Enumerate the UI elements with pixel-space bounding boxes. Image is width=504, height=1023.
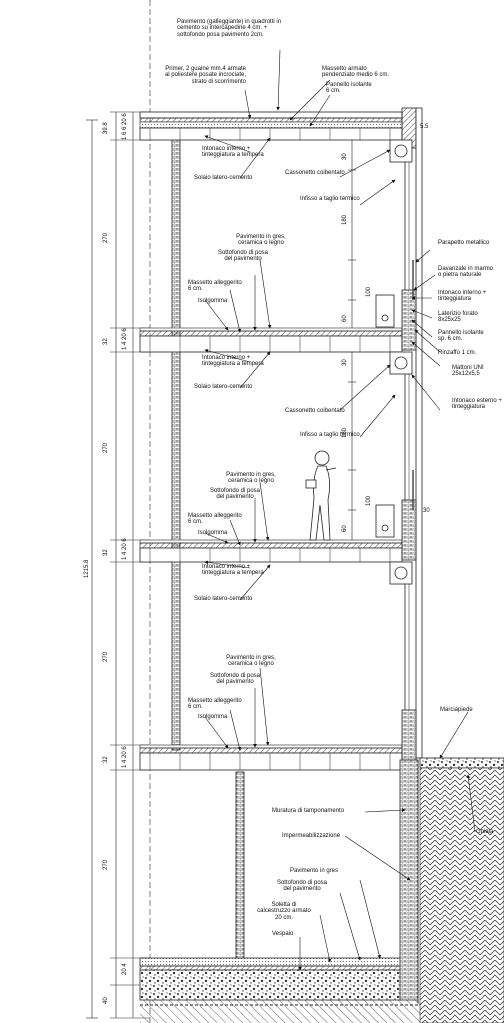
column-basement bbox=[235, 771, 245, 961]
dim-total: 1215.8 bbox=[84, 559, 90, 578]
label-intonaco-interno-fac: Intonaco interno + tinteggiatura bbox=[438, 290, 487, 303]
label-impermeabilizzazione: Impermeabilizzazione bbox=[282, 833, 341, 839]
label-pannello-isolante-fac: Pannello isolante sp. 6 cm. bbox=[438, 330, 484, 343]
label-intonaco-interno-2: Intonaco interno + tinteggiatura a tempe… bbox=[202, 355, 264, 368]
dim-32-c: 32 bbox=[103, 756, 109, 763]
label-isolgomma-3: Isolgomma bbox=[198, 714, 228, 720]
label-intonaco-esterno: Intonaco esterno + tinteggiatura bbox=[452, 398, 502, 411]
dim-stack-f3: 1 4 20 6 bbox=[122, 746, 128, 768]
label-intonaco-interno-3: Intonaco interno + tinteggiatura a tempe… bbox=[202, 564, 264, 577]
label-solaio-1: Solaio latero-cemento bbox=[194, 175, 253, 181]
dim-stack-f1: 1 4 20 6 bbox=[122, 328, 128, 350]
dim-270-d: 270 bbox=[103, 859, 109, 870]
shutter-boxes bbox=[389, 139, 413, 585]
dim-stack-f2: 1 4 20 6 bbox=[122, 538, 128, 560]
label-sottofondo-2: Sottofondo di posa del pavimento bbox=[209, 488, 261, 501]
dim-30-right: 30 bbox=[423, 508, 430, 514]
dim-39-8: 39.8 bbox=[103, 122, 109, 134]
dim-win-100-b: 100 bbox=[366, 495, 372, 506]
label-isolgomma-1: Isolgomma bbox=[198, 298, 228, 304]
dimension-chain bbox=[86, 111, 150, 1019]
label-vespaio: Vespaio bbox=[272, 931, 294, 937]
leader-lines bbox=[204, 49, 476, 971]
label-soletta: Soletta di calcestruzzo armato 20 cm. bbox=[257, 902, 311, 921]
dim-win-100-a: 100 bbox=[366, 286, 372, 297]
label-massetto-all-3: Massetto alleggerito 6 cm. bbox=[188, 698, 242, 711]
label-massetto-all-1: Massetto alleggerito 6 cm. bbox=[188, 280, 242, 293]
window-dimensions bbox=[348, 140, 356, 540]
label-infisso-2: Infisso a taglio termico bbox=[300, 432, 360, 438]
label-cassonetto-1: Cassonetto coibentato bbox=[285, 170, 345, 176]
dim-stack-top: 1 6 6 20 6 bbox=[122, 113, 128, 140]
radiators bbox=[375, 294, 395, 538]
label-mattoni: Mattoni UNI 25x12x5,5 bbox=[452, 365, 484, 378]
label-solaio-3: Solaio latero-cemento bbox=[194, 596, 253, 602]
label-laterizio: Laterizio forato 8x25x25 bbox=[438, 311, 478, 324]
floor-slab-2 bbox=[139, 539, 403, 563]
label-cassonetto-2: Cassonetto coibentato bbox=[285, 408, 345, 414]
label-marciapiede: Marciapiede bbox=[440, 707, 473, 713]
label-pav-gres-3: Pavimento in gres, ceramica o legno bbox=[226, 655, 276, 668]
label-pavimento-galleggiante: Pavimento (galleggiante) in quadrotti in… bbox=[177, 19, 282, 38]
dim-win-180-b: 180 bbox=[342, 427, 348, 438]
label-sottofondo-3: Sottofondo di posa del pavimento bbox=[209, 673, 261, 686]
facade-wall bbox=[401, 107, 423, 761]
dim-win-60-a: 60 bbox=[342, 315, 348, 322]
label-massetto-armato: Massetto armato pendenziato medio 6 cm. bbox=[322, 66, 390, 79]
label-massetto-all-2: Massetto alleggerito 6 cm. bbox=[188, 513, 242, 526]
dim-win-30-a: 30 bbox=[342, 153, 348, 160]
dim-270-a: 270 bbox=[103, 232, 109, 243]
label-sottofondo-base: Sottofondo di posa del pavimento bbox=[276, 880, 328, 893]
dim-win-180-a: 180 bbox=[342, 214, 348, 225]
label-ghiaia: Ghiaia bbox=[476, 829, 494, 835]
roof-slab bbox=[139, 111, 403, 141]
floor-slab-1 bbox=[139, 327, 403, 353]
label-pannello-isolante-top: Pannello isolante 6 cm. bbox=[326, 82, 372, 95]
label-sottofondo-1: Sottofondo di posa del pavimento bbox=[217, 250, 269, 263]
dim-5-5: 5.5 bbox=[420, 124, 429, 130]
label-parapetto: Parapetto metallico bbox=[438, 240, 490, 246]
label-isolgomma-2: Isolgomma bbox=[198, 530, 228, 536]
dim-32-a: 32 bbox=[103, 338, 109, 345]
label-davanzale: Davanzale in marmo o pietra naturale bbox=[438, 266, 494, 279]
label-pav-gres-base: Pavimento in gres bbox=[290, 868, 339, 874]
dim-40: 40 bbox=[103, 997, 109, 1004]
dim-270-c: 270 bbox=[103, 651, 109, 662]
label-solaio-2: Solaio latero-cemento bbox=[194, 384, 253, 390]
dim-win-30-b: 30 bbox=[342, 359, 348, 366]
dim-win-60-b: 60 bbox=[342, 525, 348, 532]
label-muratura: Muratura di tamponamento bbox=[272, 808, 345, 814]
label-rinzaffo: Rinzaffo 1 cm. bbox=[438, 350, 477, 356]
label-intonaco-interno-1: Intonaco interno + tinteggiatura a tempe… bbox=[202, 146, 264, 159]
dim-270-b: 270 bbox=[103, 442, 109, 453]
base-slab bbox=[139, 957, 420, 1023]
label-primer: Primer, 2 guaine mm.4 armate al polieste… bbox=[164, 66, 246, 85]
label-pav-gres-2: Pavimento in gres, ceramica o legno bbox=[226, 472, 276, 485]
person-figure bbox=[305, 450, 337, 541]
dim-stack-base: 20 4 bbox=[122, 963, 128, 975]
column-upper bbox=[171, 139, 181, 751]
floor-slab-3 bbox=[139, 744, 403, 771]
label-pav-gres-1: Pavimento in gres, ceramica o legno bbox=[236, 234, 286, 247]
dim-32-b: 32 bbox=[103, 549, 109, 556]
label-infisso-1: Infisso a taglio termico bbox=[300, 196, 360, 202]
